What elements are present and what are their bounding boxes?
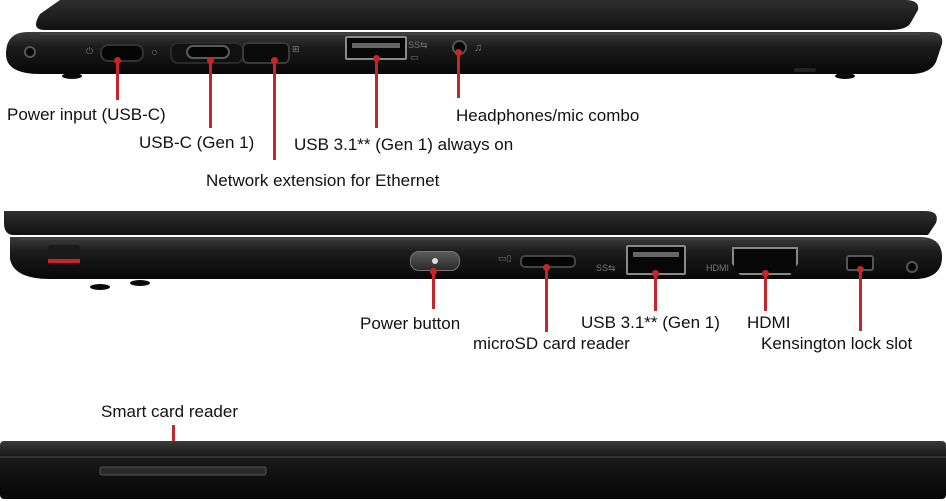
right-side-laptop-image (4, 211, 942, 290)
label-usbc: USB-C (Gen 1) (139, 133, 255, 152)
pointer-usb-always-on (373, 55, 380, 128)
pointer-network (271, 57, 278, 160)
label-headphones: Headphones/mic combo (456, 106, 640, 125)
label-usb-right: USB 3.1** (Gen 1) (581, 313, 720, 332)
left-end-hole (24, 46, 36, 58)
label-kensington: Kensington lock slot (761, 334, 913, 353)
label-power-input: Power input (USB-C) (7, 105, 166, 124)
label-network-extension: Network extension for Ethernet (206, 171, 440, 190)
right-side-view: ▭▯ SS⇆ HDMI Power button microSD card re… (0, 205, 946, 365)
network-extension-port (242, 42, 290, 64)
battery-charge-icon: ▭ (410, 52, 419, 62)
pointer-power-input (114, 57, 121, 100)
front-view: Smart card reader (0, 395, 946, 500)
pointer-microsd (543, 264, 550, 332)
left-side-laptop-image (6, 0, 943, 79)
left-side-view: ⏻ ⊞ SS⇆ ▭ ♫ Power input (USB-C) USB-C (G… (0, 0, 946, 200)
label-usb-always-on: USB 3.1** (Gen 1) always on (294, 135, 514, 154)
smart-card-slot (100, 467, 266, 475)
pen-garage (48, 245, 80, 265)
ss-usb-icon: SS⇆ (408, 40, 428, 50)
pointer-headphones (455, 49, 462, 98)
headset-icon: ♫ (474, 42, 483, 54)
pointer-usb-right (652, 270, 659, 311)
label-smart-card: Smart card reader (101, 402, 238, 421)
label-hdmi: HDMI (747, 313, 791, 332)
pointer-power-button (430, 268, 437, 309)
label-power-button: Power button (360, 314, 461, 333)
usb-right-port (626, 245, 686, 275)
label-microsd: microSD card reader (473, 334, 630, 353)
power-led (432, 258, 438, 264)
usb-icon-right: SS⇆ (596, 263, 616, 273)
power-input-usbc-port (100, 44, 144, 62)
front-laptop-image (0, 441, 946, 499)
network-icon: ⊞ (292, 44, 300, 54)
pointer-usbc (207, 57, 214, 128)
power-plug-icon: ⏻ (86, 46, 94, 56)
pointer-hdmi (762, 270, 769, 311)
pointer-kensington (857, 266, 864, 331)
hdmi-icon: HDMI (706, 263, 729, 273)
right-end-hole (906, 261, 918, 273)
sd-card-icon: ▭▯ (498, 253, 512, 263)
status-led (152, 50, 157, 55)
